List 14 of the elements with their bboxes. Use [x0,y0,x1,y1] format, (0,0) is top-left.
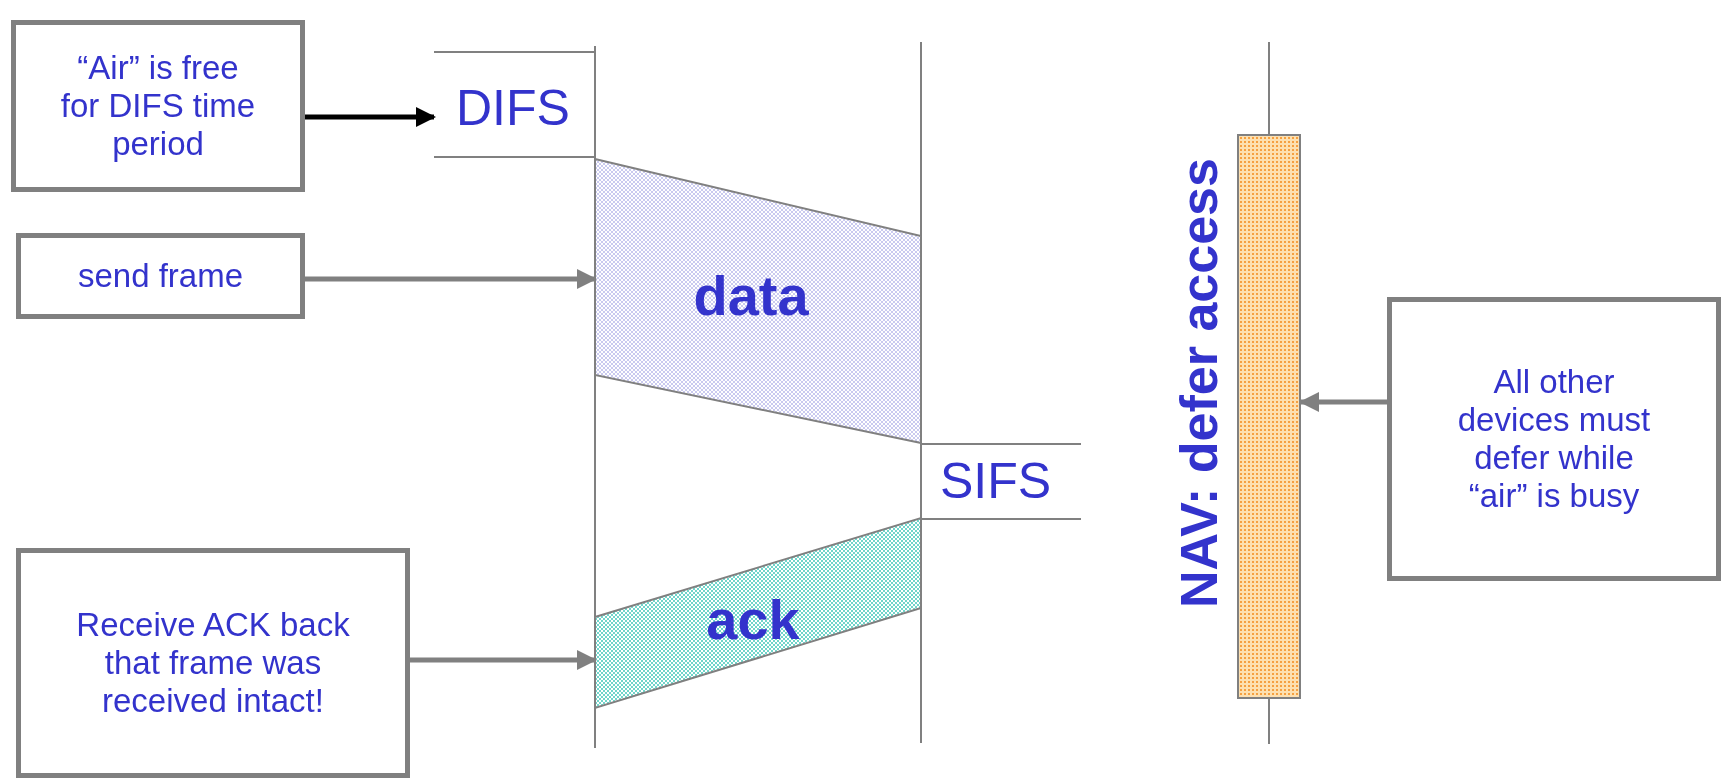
interval-label: DIFS [456,79,570,137]
arrow [1299,392,1387,412]
nav-label: NAV: defer access [1169,157,1229,610]
arrow [305,269,597,289]
nav-bar [1237,134,1301,699]
frame-label: ack [706,586,800,652]
note-box: Receive ACK back that frame was received intact! [16,548,410,778]
arrow [410,650,597,670]
note-box: send frame [16,233,305,319]
note-box: “Air” is free for DIFS time period [11,20,305,192]
arrow [305,107,436,127]
note-box: All other devices must defer while “air” is busy [1387,297,1721,581]
interval-label: SIFS [940,452,1052,510]
frame-label: data [693,262,809,328]
